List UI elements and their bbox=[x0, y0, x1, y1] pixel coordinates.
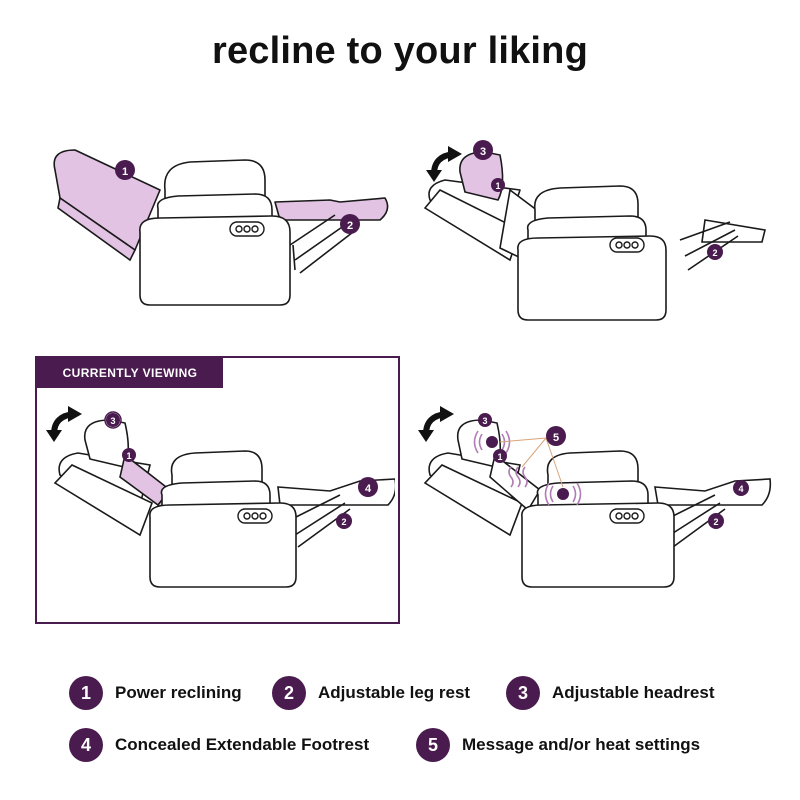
badge-label: 3 bbox=[480, 146, 486, 158]
badge-label: 1 bbox=[122, 166, 128, 178]
rotation-arrow-icon bbox=[46, 406, 82, 442]
legend-number: 5 bbox=[416, 728, 450, 762]
badge-5 bbox=[546, 426, 566, 446]
rotation-arrow-icon bbox=[426, 146, 462, 182]
badge-label: 4 bbox=[365, 483, 372, 495]
badge-4 bbox=[358, 477, 378, 497]
legend-number: 3 bbox=[506, 676, 540, 710]
heat-icon bbox=[508, 466, 528, 488]
vibration-icon bbox=[473, 430, 511, 454]
diagram-footrest: 3 1 4 2 bbox=[40, 395, 395, 595]
vibration-icon bbox=[544, 482, 582, 506]
currently-viewing-frame: CURRENTLY VIEWING bbox=[35, 356, 400, 624]
badge-label: 1 bbox=[497, 452, 502, 462]
badge-2 bbox=[336, 513, 352, 529]
legend-label: Power reclining bbox=[115, 683, 242, 702]
badge-3 bbox=[106, 413, 120, 427]
legend-item-footrest: 4 Concealed Extendable Footrest bbox=[69, 728, 369, 762]
currently-viewing-tag: CURRENTLY VIEWING bbox=[37, 358, 223, 388]
badge-1 bbox=[491, 178, 505, 192]
page-title: recline to your liking bbox=[211, 30, 589, 72]
legend-label: Adjustable leg rest bbox=[318, 683, 471, 702]
rotation-arrow-icon bbox=[418, 406, 454, 442]
badge-4 bbox=[733, 480, 749, 496]
badge-label: 1 bbox=[495, 181, 500, 191]
chair-illustration: 3 1 2 bbox=[410, 140, 766, 321]
chair-illustration: 1 2 bbox=[53, 149, 389, 306]
badge-label: 1 bbox=[126, 451, 131, 461]
legend-label: Message and/or heat settings bbox=[462, 735, 701, 754]
badge-label: 3 bbox=[482, 416, 487, 426]
badge-label: 4 bbox=[738, 484, 743, 494]
badge-label: 2 bbox=[341, 517, 346, 527]
legend-item-leg-rest: 2 Adjustable leg rest bbox=[272, 676, 470, 710]
legend-label: Concealed Extendable Footrest bbox=[115, 735, 370, 754]
badge-2 bbox=[708, 513, 724, 529]
badge-2 bbox=[340, 214, 360, 234]
badge-label: 3 bbox=[110, 416, 115, 426]
badge-1 bbox=[493, 449, 507, 463]
legend-number: 2 bbox=[272, 676, 306, 710]
legend-item-headrest: 3 Adjustable headrest bbox=[506, 676, 715, 710]
badge-3 bbox=[473, 140, 493, 160]
diagram-massage-heat: 5 3 1 4 2 bbox=[410, 395, 780, 595]
badge-label: 2 bbox=[347, 220, 353, 232]
badge-1 bbox=[122, 448, 136, 462]
chair-illustration: 5 3 1 4 2 bbox=[410, 395, 772, 588]
legend-label: Adjustable headrest bbox=[552, 683, 715, 702]
legend-item-massage-heat: 5 Message and/or heat settings bbox=[416, 728, 700, 762]
legend-number: 1 bbox=[69, 676, 103, 710]
badge-label: 2 bbox=[713, 517, 718, 527]
badge-3 bbox=[478, 413, 492, 427]
badge-1 bbox=[115, 160, 135, 180]
badge-2 bbox=[707, 244, 723, 260]
chair-illustration: 3 1 4 2 bbox=[40, 395, 395, 588]
legend-number: 4 bbox=[69, 728, 103, 762]
diagram-headrest: 3 1 2 bbox=[410, 130, 780, 330]
legend-item-power-reclining: 1 Power reclining bbox=[69, 676, 242, 710]
badge-label: 5 bbox=[553, 432, 559, 444]
badge-label: 2 bbox=[712, 248, 717, 258]
diagram-power-reclining: 1 2 bbox=[40, 140, 400, 310]
